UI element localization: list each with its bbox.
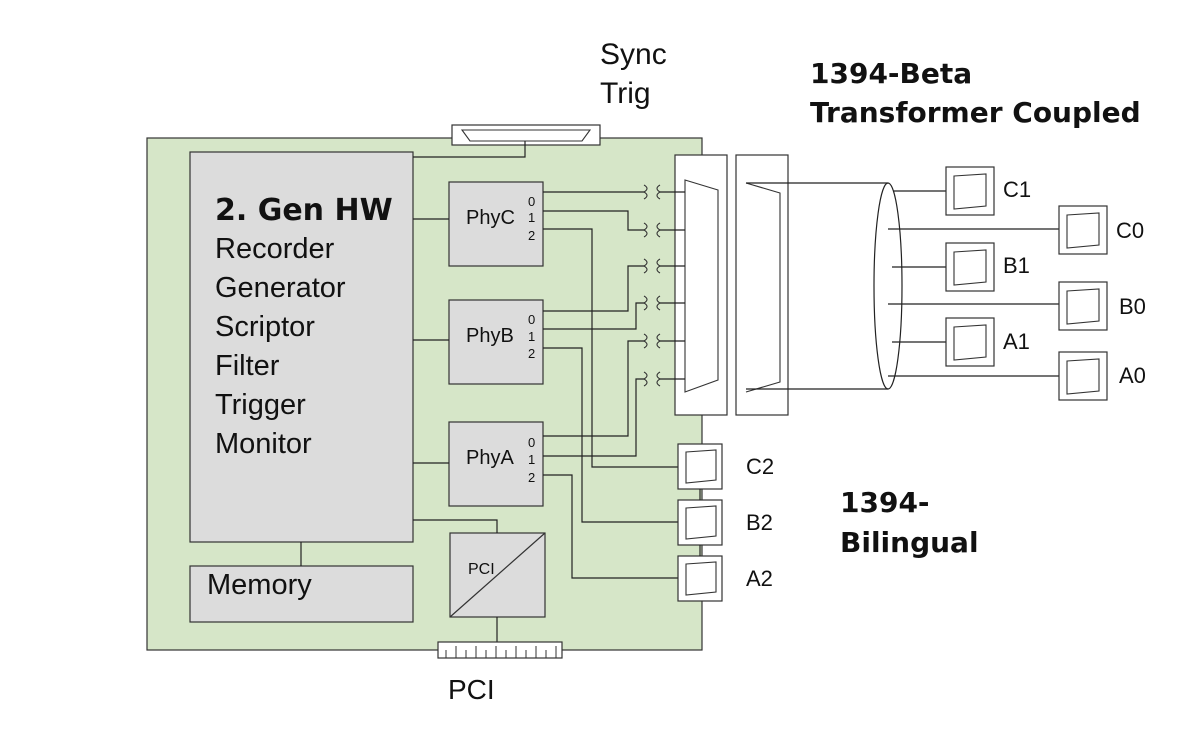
svg-text:B2: B2 [746,510,773,535]
phy-b-chip: PhyB 0 1 2 [448,299,544,385]
beta-cable [746,182,903,390]
svg-text:2: 2 [528,228,535,243]
hw-item-filter: Filter [215,350,280,382]
svg-text:B1: B1 [1003,253,1030,278]
sync-label: Sync [600,38,667,71]
svg-text:C0: C0 [1116,218,1144,243]
bilingual-heading-line1: 1394- [840,486,930,519]
svg-text:A1: A1 [1003,329,1030,354]
svg-text:1: 1 [528,210,535,225]
svg-text:PhyC: PhyC [466,207,515,229]
beta-connector-board [674,154,728,416]
svg-text:0: 0 [528,435,535,450]
hw-item-monitor: Monitor [215,428,312,460]
svg-text:2: 2 [528,346,535,361]
svg-text:A0: A0 [1119,363,1146,388]
svg-text:0: 0 [528,312,535,327]
svg-text:PCI: PCI [468,561,495,578]
svg-text:C1: C1 [1003,177,1031,202]
memory-label: Memory [207,569,312,601]
pci-bottom-label: PCI [448,674,495,705]
phy-c-chip: PhyC 0 1 2 [448,181,544,267]
trig-label: Trig [600,77,651,110]
hw-block-title: 2. Gen HW [215,193,393,228]
pci-edge-connector [437,641,563,659]
bilingual-heading-line2: Bilingual [840,526,979,559]
beta-connector-cable [735,154,789,416]
hw-item-generator: Generator [215,272,346,304]
svg-text:1: 1 [528,452,535,467]
port-a0: A0 [1058,351,1146,401]
hw-item-trigger: Trigger [215,389,306,421]
svg-text:0: 0 [528,194,535,209]
port-c2: C2 [677,443,774,490]
port-c0: C0 [1058,205,1144,255]
beta-heading-line1: 1394-Beta [810,57,972,90]
port-b2: B2 [677,499,773,546]
hw-block [189,151,414,543]
svg-text:PhyA: PhyA [466,447,514,469]
port-b0: B0 [1058,281,1146,331]
svg-text:2: 2 [528,470,535,485]
port-b1: B1 [945,242,1030,292]
port-a1: A1 [945,317,1030,367]
svg-text:B0: B0 [1119,294,1146,319]
pci-chip: PCI [449,532,546,618]
port-c1: C1 [945,166,1031,216]
svg-text:PhyB: PhyB [466,325,514,347]
hw-item-scriptor: Scriptor [215,311,315,343]
svg-text:1: 1 [528,329,535,344]
sync-trig-connector [451,124,601,146]
svg-text:A2: A2 [746,566,773,591]
beta-heading-line2: Transformer Coupled [810,96,1141,129]
memory-block [189,565,414,623]
port-a2: A2 [677,555,773,602]
phy-a-chip: PhyA 0 1 2 [448,421,544,507]
hw-item-recorder: Recorder [215,233,335,265]
svg-text:C2: C2 [746,454,774,479]
